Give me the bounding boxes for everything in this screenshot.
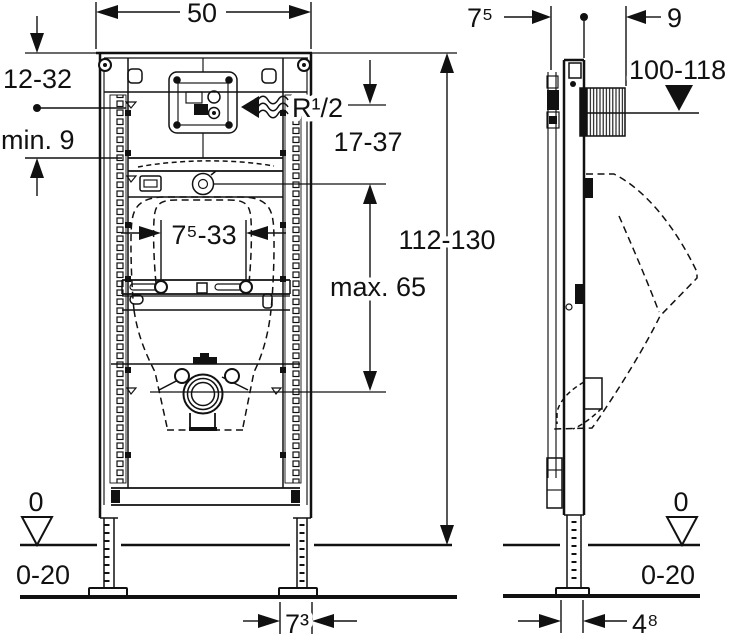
water-supply-symbol [241, 95, 386, 119]
dim-profile-depth: 7⁵ [463, 0, 588, 70]
dim-drain-max: max. 65 [325, 184, 431, 391]
dim-leg-width-label: 7³ [285, 609, 309, 635]
dim-supply-offset-label: 12-32 [3, 64, 72, 94]
dim-foot-depth: 4⁸ [518, 600, 663, 635]
flush-bend-connector [191, 172, 215, 196]
dim-valve-depth-label: 17-37 [333, 127, 402, 157]
datum-zero-label: 0 [673, 487, 688, 517]
side-leg [555, 514, 590, 597]
fixation-bolt-left [154, 280, 168, 294]
level-mark-icon [270, 387, 283, 395]
supply-arrow-icon [241, 96, 259, 118]
datum-triangle-icon [665, 516, 699, 548]
side-view [503, 58, 700, 598]
urinal-side-outline-dashed [553, 173, 698, 430]
dim-foot-depth-label: 4⁸ [632, 609, 658, 635]
drain-assembly [111, 353, 386, 431]
dim-wall-offset-label: 9 [667, 3, 682, 33]
level-mark-icon [125, 175, 138, 183]
frame-rails [25, 51, 457, 518]
side-dimensions: 7⁵ 9 100-118 0 0-20 [463, 0, 731, 635]
dim-frame-width-label: 50 [187, 0, 217, 28]
wall-section-hatch [579, 87, 699, 137]
dim-profile-depth-label: 7⁵ [467, 3, 493, 33]
flush-valve-box [168, 58, 238, 158]
dim-supply-min-label: min. 9 [1, 125, 75, 155]
datum-triangle-icon [20, 516, 54, 548]
dim-frame-width: 50 [95, 0, 312, 49]
datum-floor-front: 0 0-20 [12, 483, 75, 595]
front-dimensions: 50 12-32 min. 9 R¹/2 17-37 max. 65 [0, 0, 500, 635]
side-drain-elbow [556, 377, 603, 430]
dim-leg-width: 7³ [243, 602, 357, 635]
dim-frame-height: 112-130 [394, 53, 500, 545]
water-waves-icon [257, 95, 289, 119]
rail-clips [125, 110, 286, 458]
dim-flushpipe-adjust-label: 7⁵-33 [171, 220, 236, 250]
drain-socket [182, 373, 224, 415]
front-view [20, 51, 457, 599]
dim-outlet-height-label: 100-118 [629, 55, 726, 85]
dim-floor-buildup-label: 0-20 [641, 560, 695, 590]
dim-drain-max-label: max. 65 [330, 272, 426, 302]
dim-outlet-height: 100-118 [625, 51, 731, 111]
fixation-bars [121, 279, 291, 311]
flush-pipe-assembly [125, 157, 386, 198]
dim-supply-offset: 12-32 min. 9 [0, 16, 138, 196]
legs-and-feet [88, 487, 318, 597]
level-mark-icon [125, 387, 138, 395]
datum-zero-label: 0 [28, 487, 43, 517]
datum-floor-side: 0 0-20 [637, 483, 700, 595]
dim-valve-depth: 17-37 [329, 60, 407, 162]
fixation-bolt-right [239, 280, 253, 294]
supply-thread-label: R¹/2 [292, 93, 343, 123]
dim-flushpipe-adjust: 7⁵-33 [121, 216, 286, 281]
dim-frame-height-label: 112-130 [398, 225, 495, 255]
floor-lines-front [20, 543, 457, 599]
outlet-level-triangle-icon [665, 85, 693, 111]
dim-floor-buildup-label: 0-20 [16, 560, 70, 590]
